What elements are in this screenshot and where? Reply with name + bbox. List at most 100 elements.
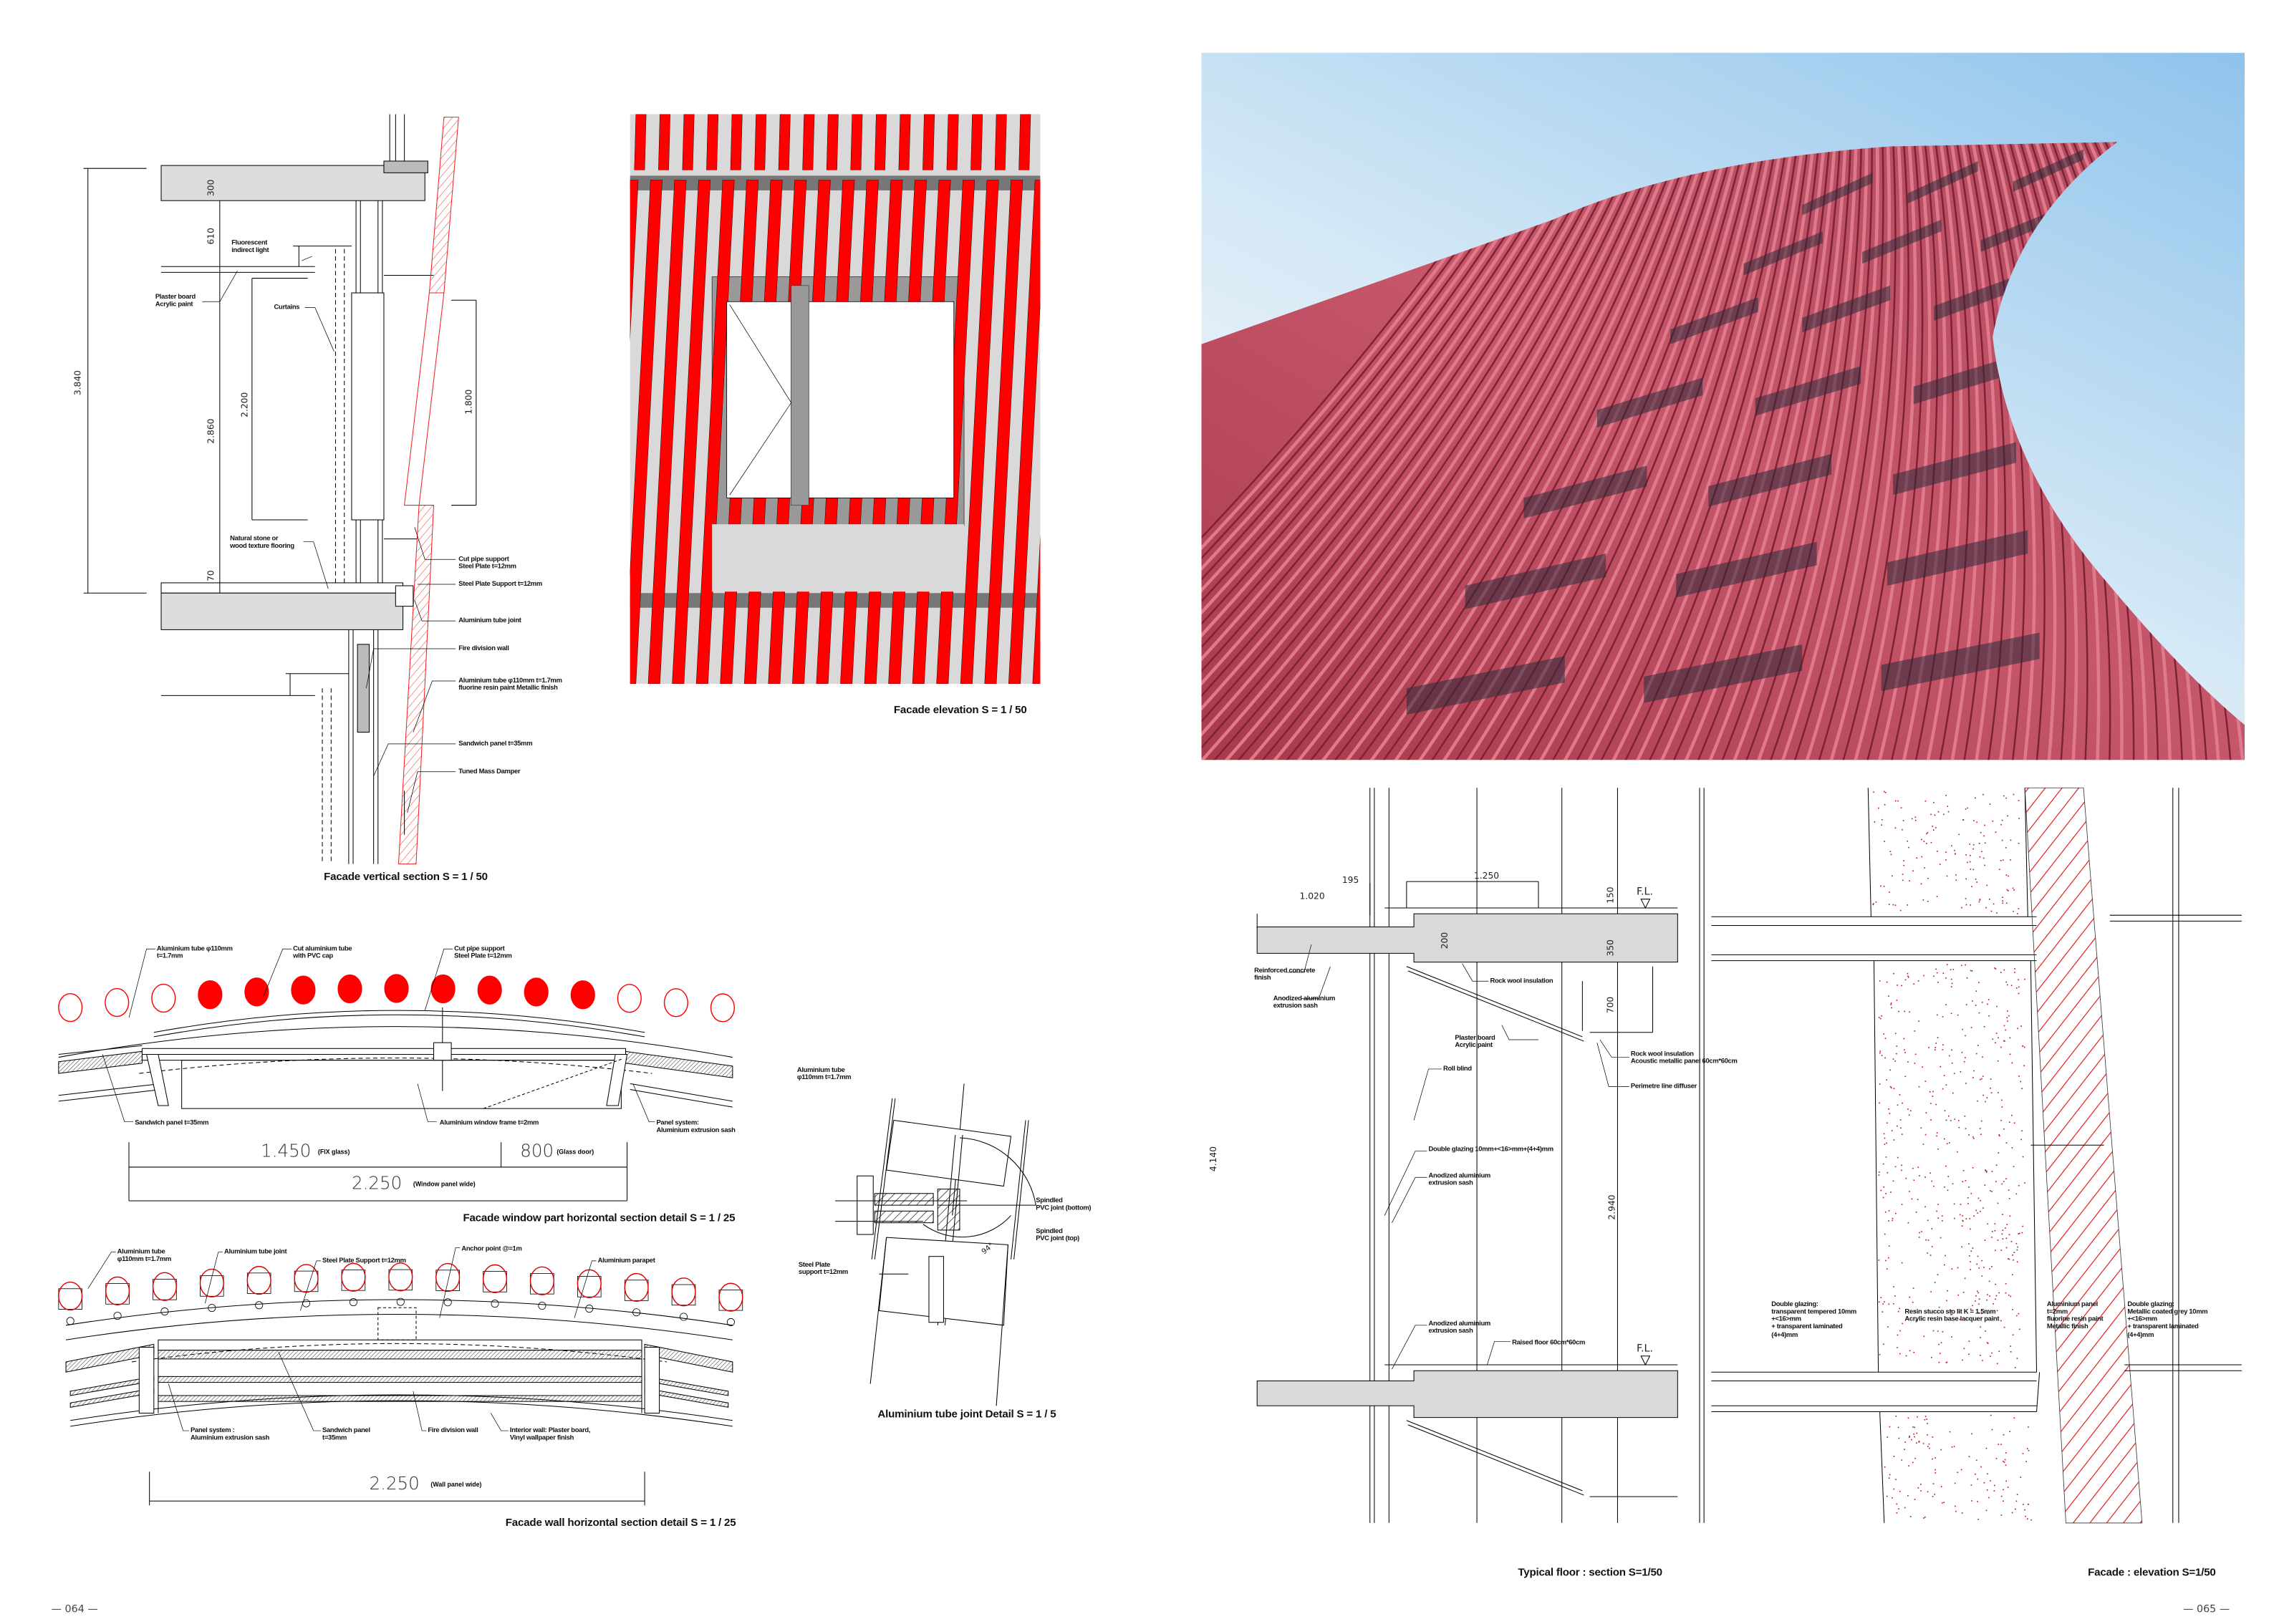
tube-stripe: [1521, 142, 1773, 760]
speckle: [1940, 1342, 1942, 1344]
cut-tube-circle: [291, 975, 316, 1005]
speckle: [1995, 1181, 1997, 1182]
speckle: [1907, 1222, 1909, 1224]
speckle: [1913, 983, 1914, 985]
speckle: [1908, 846, 1909, 849]
speckle: [1970, 970, 1972, 972]
speckle: [1979, 1128, 1981, 1129]
speckle: [2003, 1461, 2005, 1463]
anchor-circle: [680, 1313, 688, 1321]
speckle: [1962, 1028, 1964, 1030]
tube-circle: [58, 992, 83, 1023]
speckle: [1979, 899, 1981, 900]
speckle: [1981, 1275, 1983, 1277]
speckle: [1899, 1094, 1901, 1096]
speckle: [1925, 1112, 1927, 1114]
speckle: [1986, 1342, 1988, 1343]
speckle: [1965, 1179, 1967, 1181]
typical-floor-section-drawing: [1256, 788, 2037, 1523]
tube-bar: [1091, 115, 1102, 170]
speckle: [1958, 833, 1960, 836]
speckle: [1918, 1440, 1920, 1442]
label-tuned-mass-damper: Tuned Mass Damper: [458, 767, 521, 775]
window-slot: [1755, 366, 1861, 416]
speckle: [1970, 869, 1972, 870]
speckle: [1888, 1303, 1890, 1305]
speckle: [2025, 1461, 2027, 1463]
speckle: [1976, 1290, 1978, 1292]
speckle: [1902, 1102, 1903, 1104]
speckle: [1897, 1334, 1899, 1336]
tube-bar: [672, 180, 711, 685]
speckle: [1930, 813, 1932, 816]
label-aluminium-parapet: Aluminium parapet: [597, 1256, 655, 1264]
speckle: [2023, 1065, 2025, 1067]
speckle: [1927, 831, 1929, 833]
speckle: [1990, 1480, 1991, 1482]
speckle: [1995, 1295, 1998, 1297]
speckle: [1902, 1323, 1904, 1325]
speckle: [1957, 1014, 1959, 1016]
speckle: [1894, 1033, 1897, 1035]
speckle: [1998, 1444, 2000, 1445]
speckle: [2017, 913, 2018, 914]
speckle: [1968, 1134, 1970, 1136]
speckle: [1995, 968, 1997, 970]
speckle: [2000, 1444, 2002, 1446]
speckle: [1983, 1025, 1985, 1028]
speckle: [1912, 870, 1914, 872]
caption-vertical-section: Facade vertical section S = 1 / 50: [324, 869, 488, 884]
speckle: [1936, 1132, 1938, 1134]
speckle: [1964, 1277, 1966, 1280]
speckle: [1942, 972, 1945, 975]
speckle: [1937, 1148, 1939, 1150]
speckle: [1908, 1436, 1910, 1439]
speckle: [1978, 982, 1980, 983]
speckle: [1948, 1142, 1950, 1144]
speckle: [1977, 1100, 1978, 1102]
speckle: [2008, 1189, 2010, 1191]
dim-2940: 2.940: [1607, 1194, 1618, 1220]
speckle: [1977, 1312, 1980, 1314]
speckle: [1975, 1295, 1977, 1297]
tube-bar: [984, 180, 1023, 685]
tube-bar: [970, 114, 983, 170]
dim-wall-panel: 2.250: [369, 1473, 420, 1494]
speckle: [1972, 1305, 1973, 1307]
speckle: [1945, 1165, 1947, 1167]
speckle: [1980, 1337, 1981, 1338]
speckle: [1972, 1077, 1974, 1078]
speckle: [2005, 797, 2007, 799]
speckle: [1897, 1310, 1899, 1313]
dim-4140: 4.140: [1208, 1146, 1220, 1172]
speckle: [1930, 1356, 1932, 1358]
speckle: [1889, 1069, 1891, 1071]
speckle: [1958, 1126, 1960, 1128]
speckle: [1927, 1423, 1928, 1424]
speckle: [1968, 1456, 1970, 1458]
speckle: [1914, 816, 1917, 818]
tube-circle: [624, 1272, 649, 1302]
tube-stripe: [1201, 142, 1584, 760]
speckle: [1887, 1436, 1889, 1438]
speckle: [1919, 1175, 1920, 1176]
label-anodized-sash-top: Anodized aluminium extrusion sash: [1273, 994, 1336, 1010]
label-aluminium-panel: Aluminium panel t=2mm fluorine resin pai…: [2046, 1300, 2104, 1330]
speckle: [1989, 1295, 1990, 1297]
speckle: [1996, 1310, 1998, 1312]
speckle: [1889, 1426, 1891, 1428]
window-slot: [1676, 541, 1817, 598]
speckle: [1990, 1087, 1991, 1089]
speckle: [1965, 1035, 1966, 1037]
speckle: [1894, 1295, 1896, 1297]
dim-1250: 1.250: [1473, 871, 1500, 882]
speckle: [2005, 1480, 2007, 1482]
speckle: [1902, 820, 1904, 821]
speckle: [1883, 1343, 1884, 1345]
speckle: [2018, 1076, 2020, 1077]
speckle: [1933, 975, 1935, 977]
speckle: [1894, 1166, 1897, 1168]
speckle: [1874, 821, 1876, 823]
label-sandwich-panel: Sandwich panel t=35mm: [322, 1426, 370, 1441]
speckle: [1946, 1143, 1948, 1144]
